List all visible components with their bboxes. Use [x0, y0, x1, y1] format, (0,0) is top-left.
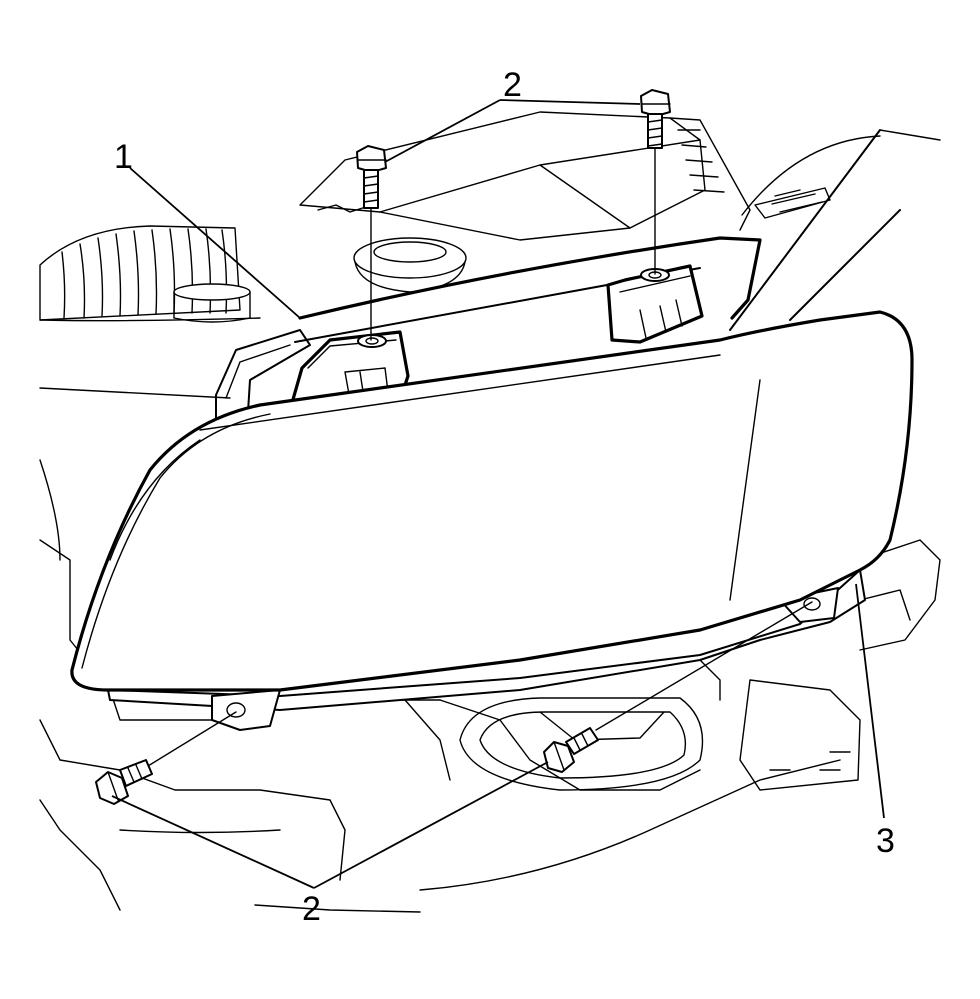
- reservoir-cap-left: [173, 283, 251, 323]
- bolt-lower-right: [543, 601, 813, 773]
- bolt-top-right: [640, 89, 671, 275]
- leader-lines: [111, 99, 885, 889]
- air-intake-duct: [39, 225, 241, 321]
- callout-1: 1: [114, 138, 133, 176]
- engine-compartment: [39, 111, 941, 561]
- engine-box: [299, 111, 706, 241]
- bolt-lower-left: [95, 711, 237, 805]
- bolt-top-left: [356, 145, 387, 341]
- cowl-vent: [669, 117, 881, 231]
- callout-2-top: 2: [503, 66, 522, 104]
- callout-2-bottom: 2: [302, 890, 321, 928]
- headlamp-assembly: [70, 310, 914, 731]
- callout-3: 3: [876, 822, 895, 860]
- front-fascia-background: [39, 539, 941, 913]
- right-mounting-bracket: [606, 264, 704, 344]
